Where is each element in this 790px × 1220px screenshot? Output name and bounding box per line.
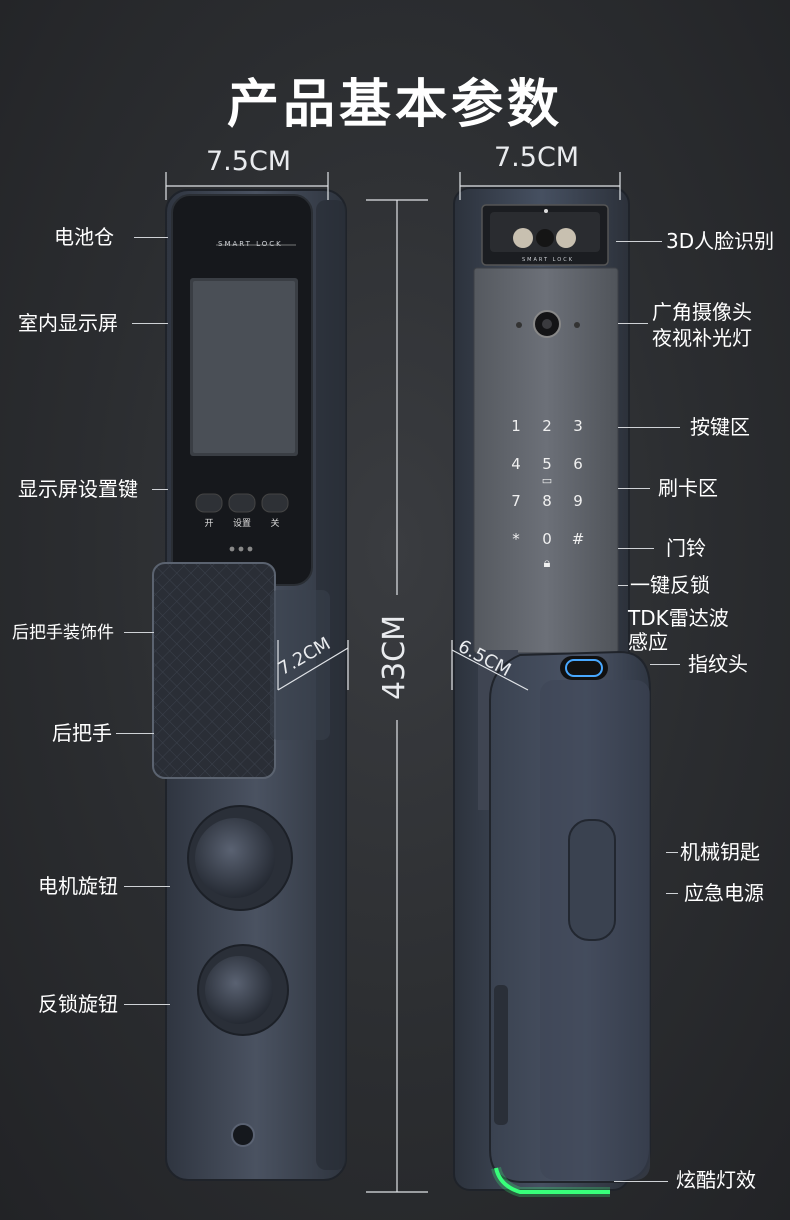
label-rear-handle: 后把手: [52, 721, 112, 745]
leader-fingerprint: [650, 664, 680, 665]
page-title: 产品基本参数: [226, 75, 563, 135]
dimension-height: 43CM: [377, 614, 413, 701]
label-emergency-power: 应急电源: [684, 881, 764, 905]
leader-deadlock-knob: [124, 1004, 170, 1005]
keypad-key: 7: [511, 492, 521, 510]
keypad-key: 1: [511, 417, 521, 435]
label-rear-trim: 后把手装饰件: [12, 623, 114, 643]
keypad-key: 4: [511, 455, 521, 473]
leader-emergency-power: [666, 893, 678, 894]
leader-rear-handle: [116, 733, 154, 734]
keypad-key: 0: [542, 530, 552, 548]
brand-right: SMART LOCK: [522, 257, 574, 263]
light-effect-strip: [494, 1167, 610, 1194]
keypad-key: 5: [542, 455, 552, 473]
keypad-key: 6: [573, 455, 583, 473]
label-card-area: 刷卡区: [658, 476, 718, 500]
leader-keypad-area: [618, 427, 680, 428]
label-one-key-lock: 一键反锁: [630, 573, 710, 597]
label-mechanical-key: 机械钥匙: [680, 840, 760, 864]
outdoor-lock-body: [453, 187, 651, 1197]
leader-one-key-lock: [618, 585, 628, 586]
leader-rear-trim: [124, 632, 154, 633]
label-camera-line2: 夜视补光灯: [652, 326, 752, 350]
label-light-effect: 炫酷灯效: [676, 1168, 756, 1192]
keypad-key: 8: [542, 492, 552, 510]
label-radar-line2: 感应: [628, 630, 668, 654]
leader-card-area: [618, 488, 650, 489]
keypad-key: #: [571, 530, 585, 548]
leader-face-id: [616, 241, 662, 242]
card-icon: ▭: [541, 474, 553, 487]
leader-indoor-screen: [132, 323, 168, 324]
label-doorbell: 门铃: [666, 536, 706, 560]
label-deadlock-knob: 反锁旋钮: [38, 992, 118, 1016]
label-motor-knob: 电机旋钮: [38, 874, 118, 898]
leader-mechanical-key: [666, 852, 678, 853]
leader-light-effect: [614, 1181, 668, 1182]
brand-left: SMART LOCK: [218, 240, 283, 248]
keypad-key: 3: [573, 417, 583, 435]
dimension-right-width: 7.5CM: [494, 142, 580, 173]
keypad-key: *: [512, 530, 520, 548]
screen-button-on-label: 开: [204, 519, 214, 529]
label-radar-line1: TDK雷达波: [628, 606, 729, 630]
leader-battery: [134, 237, 168, 238]
leader-motor-knob: [124, 886, 170, 887]
leader-screen-settings: [152, 489, 168, 490]
label-keypad-area: 按键区: [690, 415, 750, 439]
label-camera-line1: 广角摄像头: [652, 300, 752, 324]
leader-doorbell: [618, 548, 654, 549]
label-battery: 电池仓: [54, 225, 114, 249]
keypad-key: 2: [542, 417, 552, 435]
dimension-left-width: 7.5CM: [206, 146, 292, 177]
lock-icon: 🔒︎: [543, 556, 551, 571]
label-indoor-screen: 室内显示屏: [18, 311, 118, 335]
keypad-key: 9: [573, 492, 583, 510]
indoor-lock-body: [152, 189, 347, 1181]
dimension-lines: [165, 172, 621, 1193]
leader-camera: [618, 323, 648, 324]
screen-button-settings-label: 设置: [232, 519, 251, 529]
label-face-id: 3D人脸识别: [666, 229, 775, 253]
screen-button-off-label: 关: [270, 519, 280, 529]
label-screen-settings: 显示屏设置键: [18, 477, 138, 501]
label-fingerprint: 指纹头: [688, 652, 748, 676]
